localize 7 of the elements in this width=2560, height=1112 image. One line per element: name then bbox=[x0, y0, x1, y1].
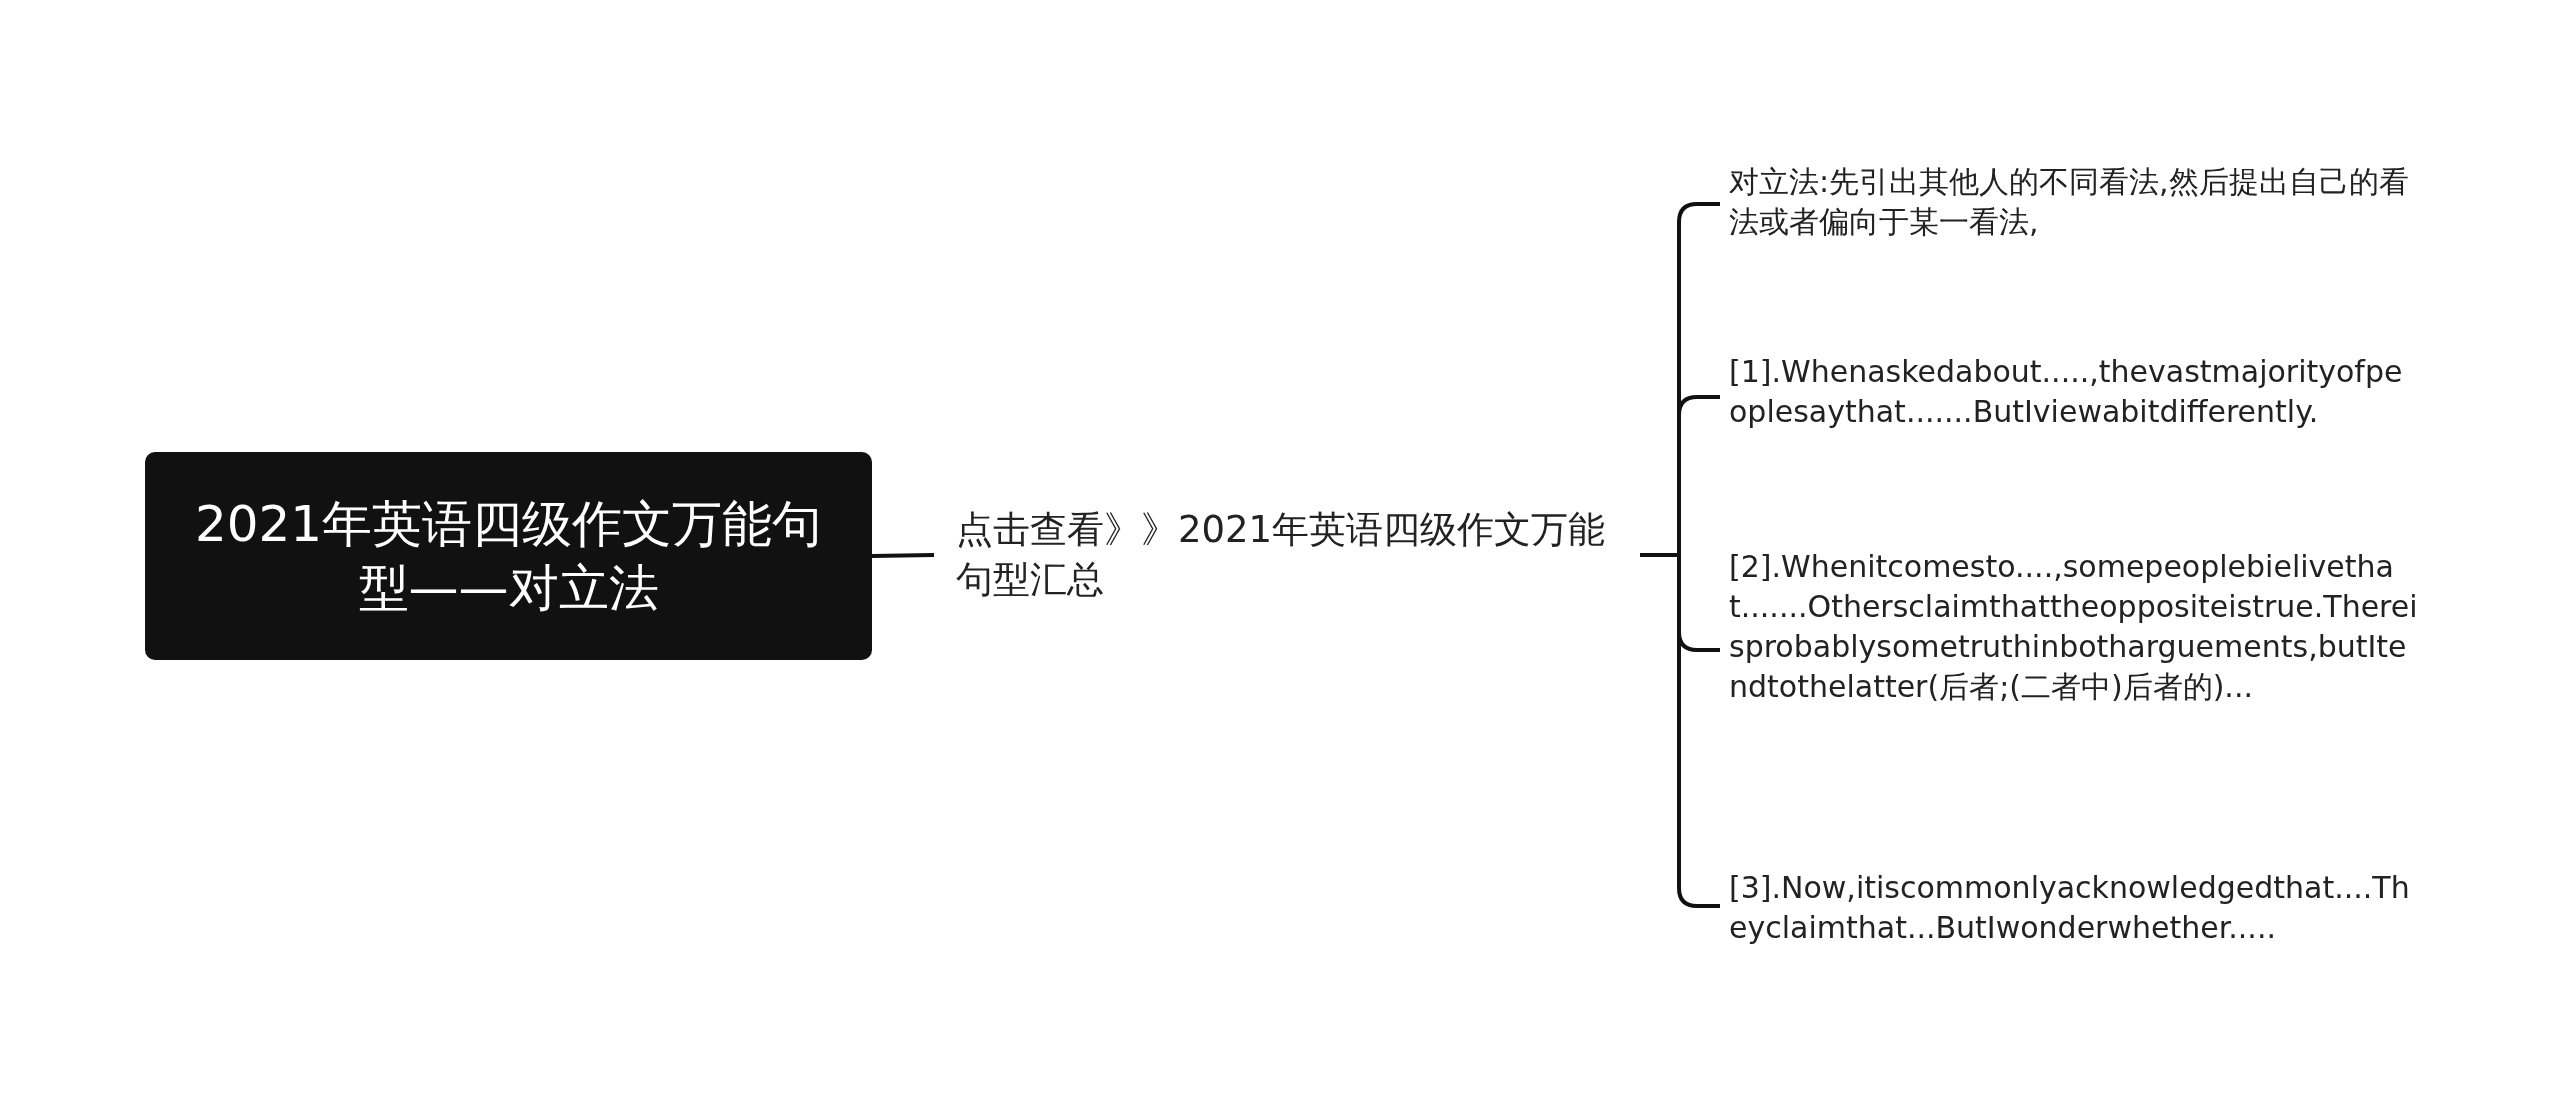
subtopic-text: [3].Now,itiscommonlyacknowledgedthat....Theyclaimthat...ButIwonderwhether..... bbox=[1720, 864, 2420, 948]
topic-text: 点击查看》》2021年英语四级作文万能句型汇总 bbox=[934, 497, 1640, 605]
subtopic-text: [1].Whenaskedabout.....,thevastmajorityofpeoplesaythat.......ButIviewabitdifferently. bbox=[1720, 348, 2420, 432]
subtopic-text: [2].Whenitcomesto....,somepeoplebielivethat.......Othersclaimthattheoppositeistrue.Thereisprobablysometruthinbotharguements,butItendtothelatter(后者;(二者中)后者的)... bbox=[1720, 543, 2420, 707]
root-topic-box: 2021年英语四级作文万能句型——对立法 bbox=[145, 452, 872, 660]
connector-line bbox=[871, 553, 935, 558]
subtopic-text: 对立法:先引出其他人的不同看法,然后提出自己的看法或者偏向于某一看法, bbox=[1720, 158, 2420, 242]
